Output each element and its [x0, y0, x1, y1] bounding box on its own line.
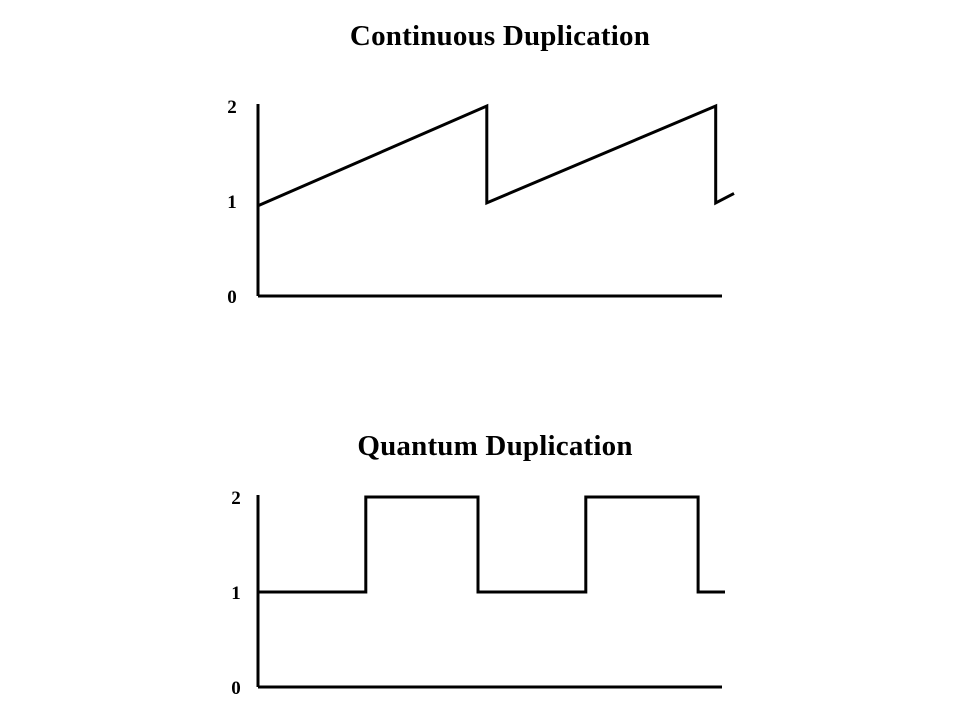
quantum-y-tick-label: 0	[231, 678, 241, 699]
continuous-y-tick-label: 2	[227, 97, 237, 118]
chart-title-continuous: Continuous Duplication	[349, 20, 651, 52]
quantum-series-line	[258, 495, 725, 594]
continuous-duplication-chart: 0 1 2	[227, 97, 735, 308]
quantum-duplication-chart: 0 1 2	[231, 488, 725, 699]
chart-title-quantum: Quantum Duplication	[357, 430, 633, 462]
quantum-y-tick-label: 1	[231, 583, 241, 604]
continuous-y-tick-label: 1	[227, 192, 237, 213]
continuous-series-line	[257, 103, 735, 208]
quantum-y-tick-label: 2	[231, 488, 241, 509]
continuous-y-tick-label: 0	[227, 287, 237, 308]
